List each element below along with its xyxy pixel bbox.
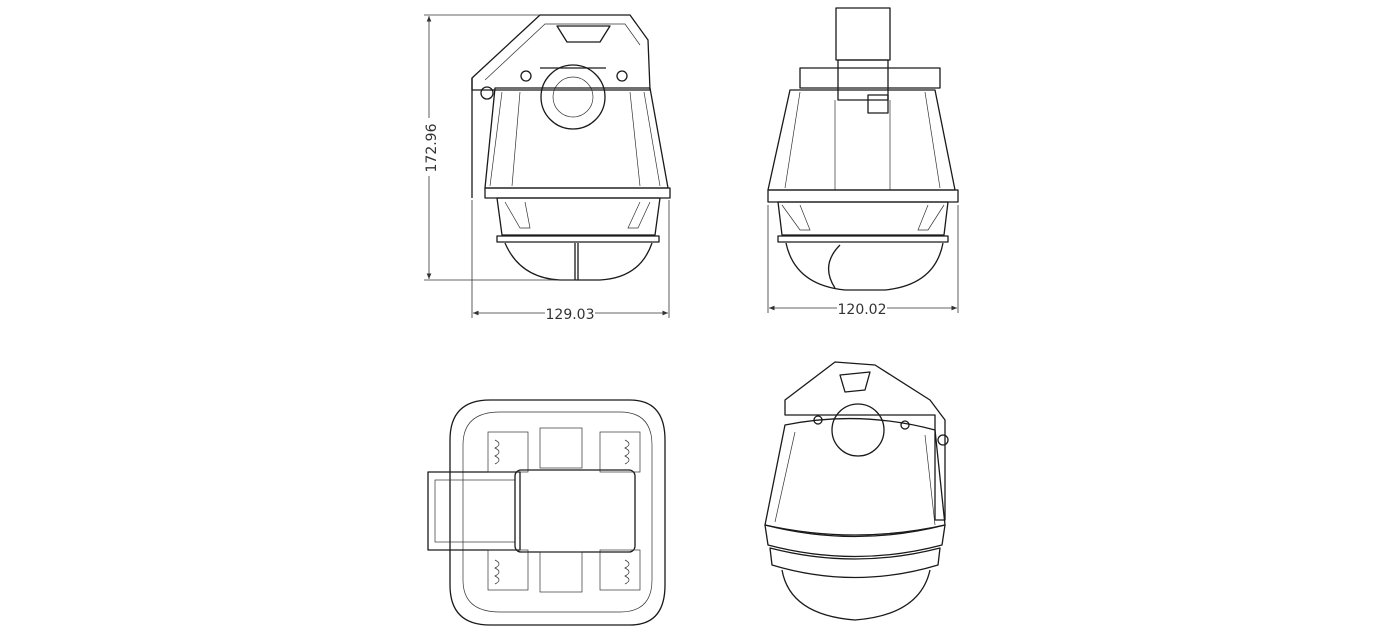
isometric-view (764, 361, 949, 621)
housing-band (484, 187, 671, 199)
yoke (799, 67, 941, 89)
dome (504, 242, 653, 281)
side-width-label: 129.03 (546, 307, 595, 323)
pivot-disc (831, 403, 885, 457)
top-view (427, 399, 666, 626)
dome-ring (777, 235, 949, 243)
housing-body (484, 87, 669, 189)
dome (781, 569, 931, 621)
height-label: 172.96 (424, 123, 440, 172)
side-view (471, 14, 671, 281)
housing-body (764, 417, 946, 536)
front-width-label: 120.02 (838, 302, 887, 318)
dimension-front-width: 120.02 (767, 205, 959, 318)
front-view (767, 7, 959, 291)
motor-box (835, 7, 891, 61)
mount-bracket (784, 361, 946, 521)
pivot-disc (540, 64, 606, 130)
outer-shell (449, 399, 666, 626)
dimension-side-width: 129.03 (471, 200, 670, 323)
dome-ring (496, 235, 660, 243)
dome (785, 242, 944, 291)
dimension-height: 172.96 (420, 14, 575, 281)
mount-arm (427, 471, 521, 551)
